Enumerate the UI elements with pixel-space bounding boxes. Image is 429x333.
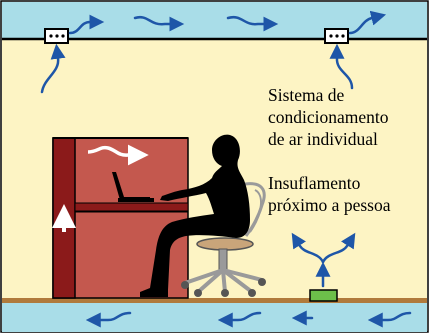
air-flow-arrow-icon: [367, 311, 412, 328]
air-flow-arrow-icon: [87, 144, 149, 166]
air-flow-arrow-icon: [217, 311, 262, 328]
floor-diffuser-icon: [309, 289, 338, 302]
air-flow-arrow-icon: [321, 232, 356, 264]
air-flow-arrow-icon: [133, 15, 185, 32]
caption-system: Sistema de condicionamento de ar individ…: [268, 84, 389, 150]
floor-plenum: [2, 303, 427, 332]
air-flow-arrow-icon: [68, 14, 105, 35]
caption-system-line-3: de ar individual: [268, 129, 378, 149]
person-silhouette-icon: [140, 134, 250, 297]
floor-line: [2, 298, 427, 303]
laptop-icon: [112, 172, 154, 202]
air-flow-arrow-icon: [329, 43, 354, 90]
air-flow-arrow-icon: [348, 10, 387, 35]
caption-supply-line-2: próximo a pessoa: [268, 195, 391, 215]
air-flow-arrow-icon: [40, 43, 66, 94]
air-flow-arrow-icon: [85, 311, 132, 328]
caption-supply: Insuflamento próximo a pessoa: [268, 172, 390, 216]
caption-system-line-2: condicionamento: [268, 107, 389, 127]
air-flow-arrow-icon: [291, 232, 325, 264]
ceiling-diffuser-icon: [324, 28, 349, 44]
office-chair-icon: [181, 182, 266, 297]
air-flow-arrow-icon: [226, 15, 279, 32]
caption-supply-line-1: Insuflamento: [268, 173, 361, 193]
caption-system-line-1: Sistema de: [268, 85, 345, 105]
ceiling-diffuser-icon: [44, 28, 69, 44]
